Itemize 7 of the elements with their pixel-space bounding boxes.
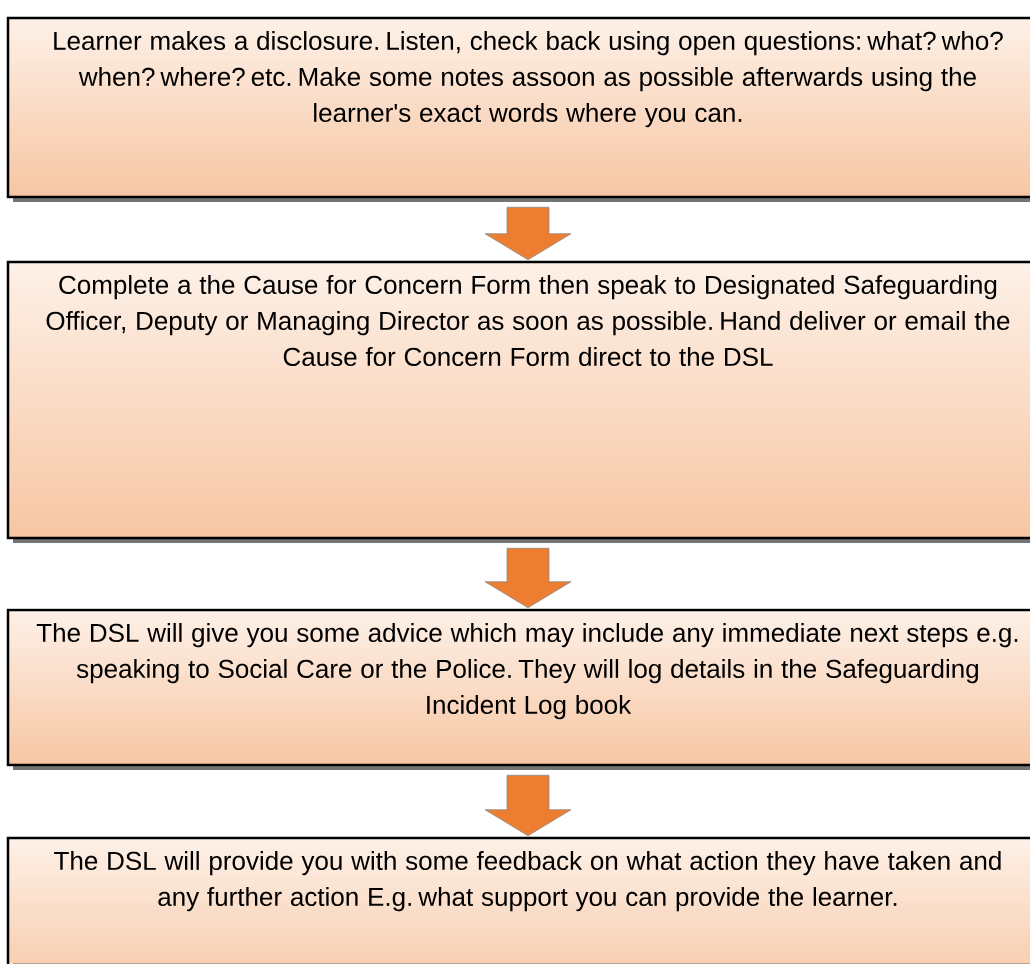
arrow xyxy=(484,774,572,837)
arrow xyxy=(484,547,572,609)
process-box: Learner makes a disclosure. Listen, check back using open questions: what? who? when? where? etc. Make some notes assoon as possible afterwards using the learner's exact words where you can. xyxy=(6,16,1030,202)
process-box: Complete a the Cause for Concern Form then speak to Designated Safeguarding Officer, Deputy or Managing Director as soon as possible. Hand deliver or email the Cause for Concern Form direct to the DSL xyxy=(6,260,1030,543)
process-box: The DSL will provide you with some feedback on what action they have taken and any further action E.g. what support you can provide the learner. xyxy=(6,836,1030,964)
process-box: The DSL will give you some advice which may include any immediate next steps e.g. speaking to Social Care or the Police. They will log details in the Safeguarding Incident Log book xyxy=(6,608,1030,770)
arrow xyxy=(484,206,572,261)
